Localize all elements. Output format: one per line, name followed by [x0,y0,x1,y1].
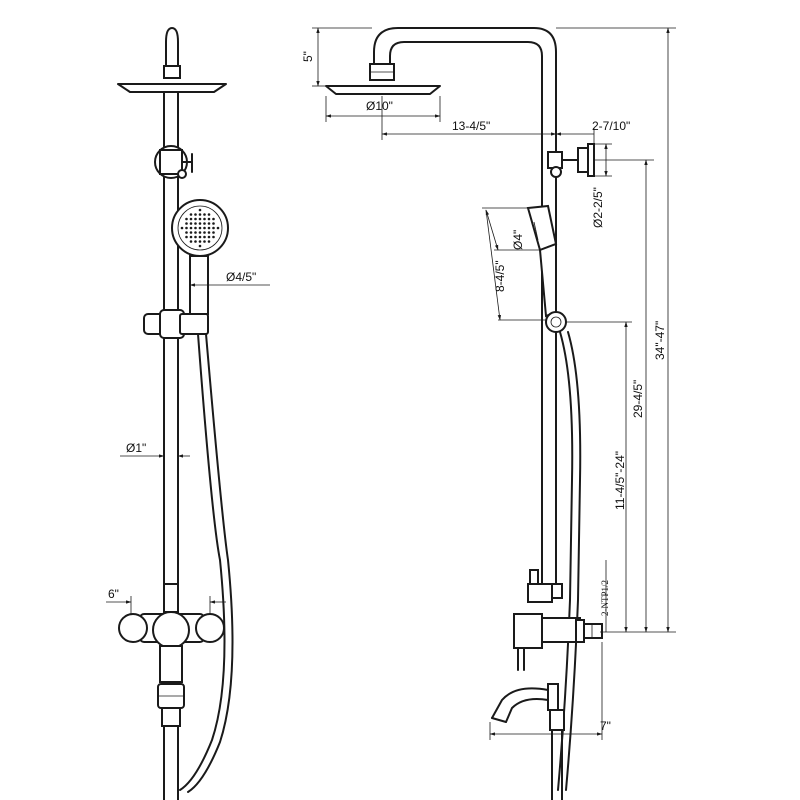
nozzle-dot [185,235,188,239]
pipe-diameter-label: Ø1" [126,441,146,455]
nozzle-dot [203,222,206,225]
nozzle-dot [194,217,197,221]
front-top-arm [165,27,179,71]
side-bath-spout [491,683,565,800]
nozzle-dot [212,231,215,234]
inlet-spacing-label: 6" [108,587,119,601]
nozzle-dot [207,240,211,243]
nozzle-dot [198,235,202,239]
nozzle-dot [212,222,215,225]
nozzle-dot [212,235,215,239]
front-slide-holder [143,309,209,339]
nozzle-dot [207,226,211,230]
arm-reach-label: 13-4/5" [452,119,490,133]
side-view [325,27,603,800]
side-diverter [527,569,563,603]
nozzle-dot [207,235,211,239]
nozzle-dot [194,222,197,225]
nozzle-dot [185,217,188,221]
rain-diameter-label: Ø10" [366,99,393,113]
nozzle-dot [198,222,202,225]
bracket-diameter-label: Ø2-2/5" [591,187,605,228]
nozzle-dot [194,226,197,230]
nozzle-dot [189,217,193,221]
inlet-thread-label: 2-NTP1/2 [600,580,610,616]
nozzle-dot [185,222,188,225]
nozzle-dot [212,226,215,230]
side-dimensions: 5" Ø10" 13-4/5" 2-7/10" Ø2-2/5" Ø4" 8-4/… [301,27,676,740]
nozzle-dot [203,235,206,239]
nozzle-dot [198,231,202,234]
side-slide-holder [545,311,567,333]
nozzle-dot [203,217,206,221]
front-hand-shower-face [171,199,229,257]
front-rain-connector [163,65,181,79]
nozzle-dot [207,231,211,234]
side-rain-head [325,85,441,95]
handle-diameter-label: Ø4/5" [226,270,256,284]
nozzle-dot [198,240,202,243]
nozzle-dot [203,240,206,243]
nozzle-dot [198,244,202,248]
wall-offset-label: 2-7/10" [592,119,630,133]
nozzle-dot [207,217,211,221]
side-mixer-valve [513,613,603,671]
side-wall-bracket [547,143,595,178]
nozzle-dot [189,226,193,230]
front-view [117,27,234,800]
nozzle-dot [203,231,206,234]
side-hand-shower [526,204,558,318]
nozzle-dot [207,222,211,225]
nozzle-dot [185,231,188,234]
front-dimensions: Ø4/5" Ø1" 6" [106,270,270,614]
rain-height-label: 5" [301,51,315,62]
nozzle-dot [194,231,197,234]
nozzle-dot [194,213,197,216]
nozzle-dot [185,226,188,230]
nozzle-dot [203,213,206,216]
nozzle-dot [189,240,193,243]
nozzle-dot [207,213,211,216]
front-rain-head [117,83,227,93]
front-hose [179,333,226,791]
nozzle-dot [198,213,202,216]
nozzle-dot [180,226,184,230]
overall-height-label: 34"-47" [653,321,667,360]
hand-diameter-label: Ø4" [511,230,525,250]
nozzle-dot [198,226,202,230]
slide-range-label: 11-4/5"-24" [613,451,627,510]
nozzle-dot [189,222,193,225]
nozzle-dot [194,235,197,239]
nozzle-dot [198,217,202,221]
nozzle-dot [216,226,220,230]
hand-length-label: 8-4/5" [493,260,507,292]
nozzle-dot [194,240,197,243]
nozzle-dot [189,235,193,239]
nozzle-dot [189,213,193,216]
side-overhead-arm [373,27,557,591]
spout-reach-label: 7" [600,719,611,733]
nozzle-dot [203,226,206,230]
nozzle-dot [198,208,202,212]
slide-height-label: 29-4/5" [631,380,645,418]
nozzle-dot [212,217,215,221]
nozzle-dot [189,231,193,234]
